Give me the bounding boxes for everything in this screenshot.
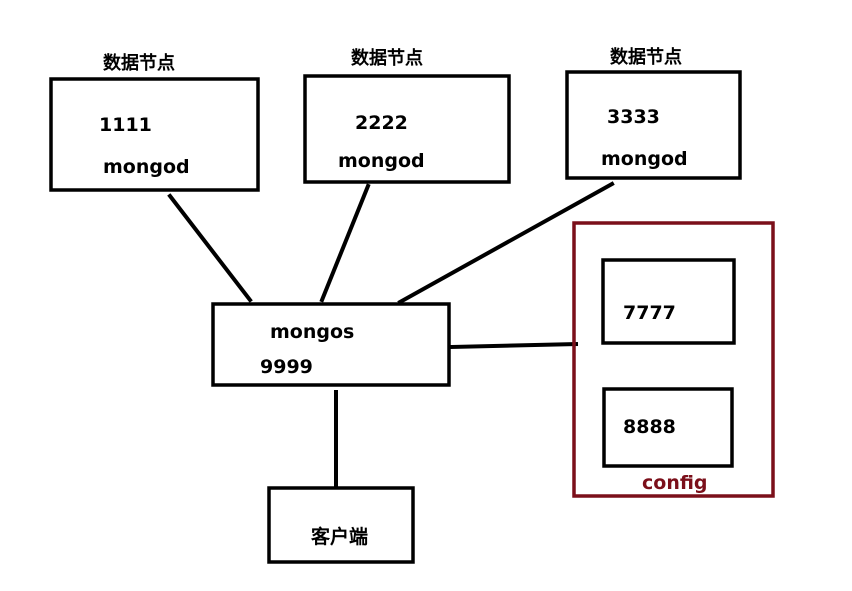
data-node-3-box [565, 70, 742, 180]
data-node-1-header: 数据节点 [103, 52, 175, 74]
client-box [267, 486, 415, 564]
data-node-2: 数据节点 2222 mongod [303, 47, 511, 184]
config-server-1-box [601, 258, 736, 345]
data-node-3-header: 数据节点 [610, 46, 682, 68]
data-node-2-box [303, 74, 511, 184]
config-server-1-port: 7777 [623, 302, 676, 324]
data-node-2-role: mongod [338, 150, 425, 172]
client: 客户端 [267, 486, 415, 564]
data-node-1-box [49, 77, 260, 192]
data-node-2-port: 2222 [355, 112, 408, 134]
router-role: mongos [270, 321, 354, 343]
link-router-config [449, 341, 579, 350]
data-node-1: 数据节点 1111 mongod [49, 52, 260, 192]
router-mongos: mongos 9999 [211, 302, 451, 387]
data-node-3: 数据节点 3333 mongod [565, 46, 742, 180]
router-box [211, 302, 451, 387]
config-server-2-box [602, 387, 734, 468]
link-node3-router [397, 181, 615, 305]
config-group-label: config [642, 472, 708, 494]
data-node-3-role: mongod [601, 148, 688, 170]
data-node-2-header: 数据节点 [351, 47, 423, 69]
link-node1-router [167, 193, 253, 303]
config-group: 7777 8888 config [572, 221, 775, 498]
client-label: 客户端 [311, 525, 368, 548]
link-node2-router [319, 183, 371, 303]
data-node-1-role: mongod [103, 156, 190, 178]
config-group-border [572, 221, 775, 498]
data-node-3-port: 3333 [607, 106, 660, 128]
data-node-1-port: 1111 [99, 114, 152, 136]
router-port: 9999 [260, 356, 313, 378]
config-server-2-port: 8888 [623, 416, 676, 438]
